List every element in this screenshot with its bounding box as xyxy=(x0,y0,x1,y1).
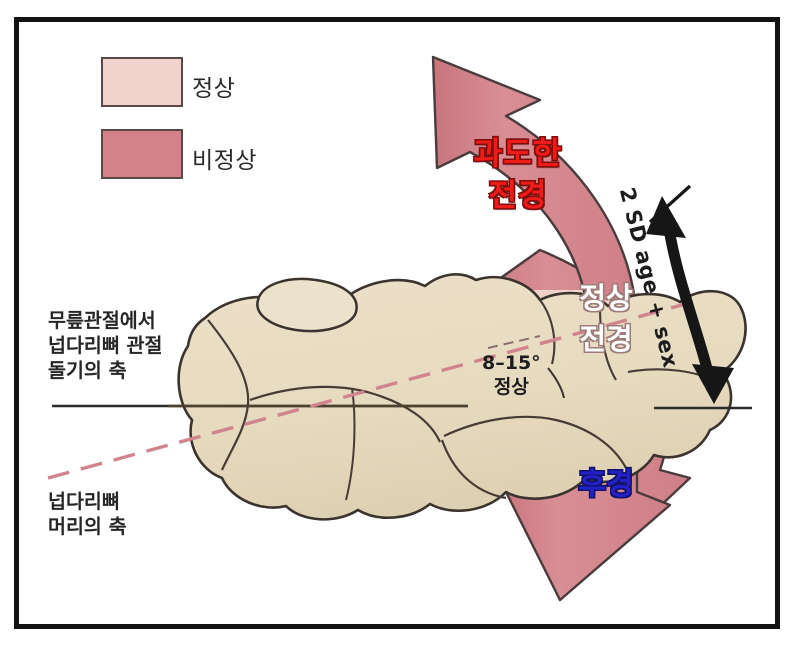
legend-swatch-normal-icon xyxy=(101,57,183,107)
legend-swatch-abnormal-icon xyxy=(101,129,183,179)
label-femoral-condyle-axis: 무릎관절에서 넙다리뼈 관절 돌기의 축 xyxy=(48,309,163,382)
label-excessive-anteversion: 과도한 전경 xyxy=(473,136,563,214)
label-retroversion: 후경 xyxy=(578,467,634,502)
bone-groove-2 xyxy=(249,385,442,443)
legend-label-abnormal: 비정상 xyxy=(192,148,257,174)
angle-leader-line xyxy=(487,335,541,349)
bone-groove-5 xyxy=(345,387,356,501)
bone-groove-4 xyxy=(443,415,627,469)
label-normal-anteversion: 정상 전경 xyxy=(579,281,633,356)
sd-arrowhead-up xyxy=(646,196,686,238)
bone-groove-7 xyxy=(598,307,617,381)
bone-groove-1 xyxy=(207,319,250,471)
bone-groove-3 xyxy=(440,439,507,500)
femoral-head-axis-dashed-line xyxy=(47,298,701,480)
legend-label-normal: 정상 xyxy=(192,76,236,102)
label-femoral-head-axis: 넙다리뼈 머리의 축 xyxy=(48,490,127,538)
angle-tick xyxy=(547,367,565,399)
bone-condyle-main xyxy=(177,273,747,521)
arrow-inner-contour xyxy=(469,151,590,313)
label-normal-angle-range: 8–15° 정상 xyxy=(482,352,541,398)
bone-illustration xyxy=(177,273,747,521)
sd-arrowhead-down xyxy=(692,364,734,404)
bone-patella xyxy=(256,277,358,333)
bone-groove-6 xyxy=(539,299,556,365)
sd-range-double-arrow xyxy=(646,184,734,404)
